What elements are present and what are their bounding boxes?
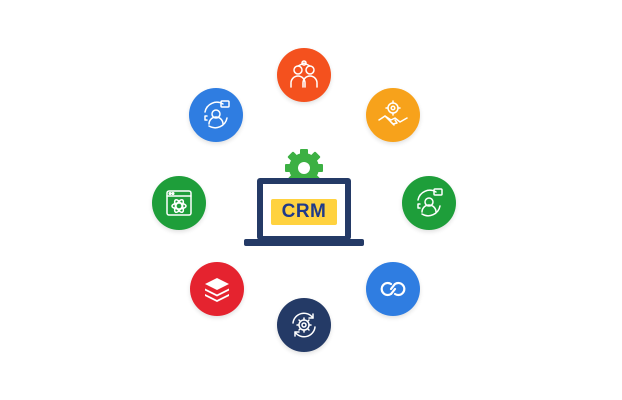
node-team	[277, 48, 331, 102]
customer-support-cycle-icon	[204, 100, 230, 129]
node-customer-service	[402, 176, 456, 230]
laptop-with-gear-icon	[244, 149, 364, 246]
crm-label: CRM	[281, 201, 327, 222]
browser-atom-icon	[166, 190, 192, 216]
integration-link-icon	[380, 281, 406, 297]
customer-support-cycle-icon	[417, 188, 443, 217]
gear-cycle-icon	[292, 312, 316, 338]
node-integration	[366, 262, 420, 316]
node-handshake	[366, 88, 420, 142]
stacked-layers-icon	[205, 278, 229, 302]
handshake-gear-icon	[378, 100, 408, 126]
node-automation	[277, 298, 331, 352]
node-customer-support	[189, 88, 243, 142]
node-layers	[190, 262, 244, 316]
team-users-icon	[290, 60, 318, 88]
node-browser-app	[152, 176, 206, 230]
